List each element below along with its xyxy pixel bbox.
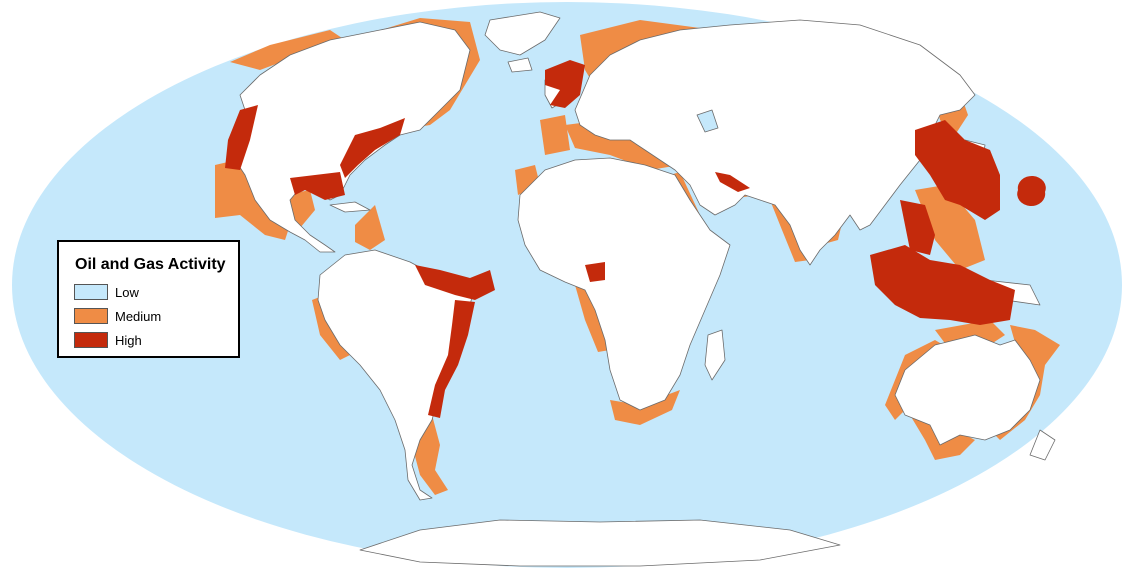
zone-medium-west-africa (575, 280, 610, 352)
zone-medium-south-china (915, 185, 985, 270)
land-cuba (329, 201, 371, 213)
zone-high-brazil-east (428, 300, 475, 418)
legend-item-high: High (74, 328, 238, 352)
land-greenland (484, 11, 561, 56)
zone-high-north-sea (545, 60, 585, 108)
legend-item-medium: Medium (74, 304, 238, 328)
legend-label-low: Low (115, 284, 139, 300)
land-australia (894, 334, 1041, 446)
zone-medium-caribbean (355, 205, 385, 250)
zone-medium-alaska-canada-arctic (230, 30, 345, 70)
land-africa (517, 157, 731, 411)
zone-high-pacific-blob (1017, 175, 1046, 207)
zone-medium-iberia (540, 115, 570, 155)
zone-high-persian-gulf (715, 172, 750, 192)
land-iceland (507, 57, 533, 73)
legend-item-low: Low (74, 280, 238, 304)
legend-label-high: High (115, 332, 142, 348)
land-madagascar (704, 329, 726, 381)
zone-high-nigeria (585, 262, 605, 282)
legend-title: Oil and Gas Activity (75, 256, 226, 273)
land-antarctica (359, 519, 841, 567)
legend-swatch-high (74, 332, 108, 348)
high-activity-zones (225, 60, 1046, 418)
zone-high-brazil-north (415, 265, 495, 300)
land-new-zealand (1029, 429, 1056, 461)
zone-high-southeast-asia (870, 245, 1015, 325)
zone-high-us-east-coast (340, 118, 405, 178)
land-caspian-island (696, 109, 719, 133)
land-eurasia (574, 19, 976, 266)
map-legend: Oil and Gas Activity Low Medium High (57, 240, 240, 358)
zone-high-us-west-coast (225, 105, 258, 170)
zone-high-east-china-sea (915, 120, 1000, 220)
zone-high-gulf-of-mexico (290, 172, 345, 200)
zone-high-south-china-sea (900, 200, 935, 255)
legend-swatch-medium (74, 308, 108, 324)
legend-swatch-low (74, 284, 108, 300)
legend-label-medium: Medium (115, 308, 162, 324)
